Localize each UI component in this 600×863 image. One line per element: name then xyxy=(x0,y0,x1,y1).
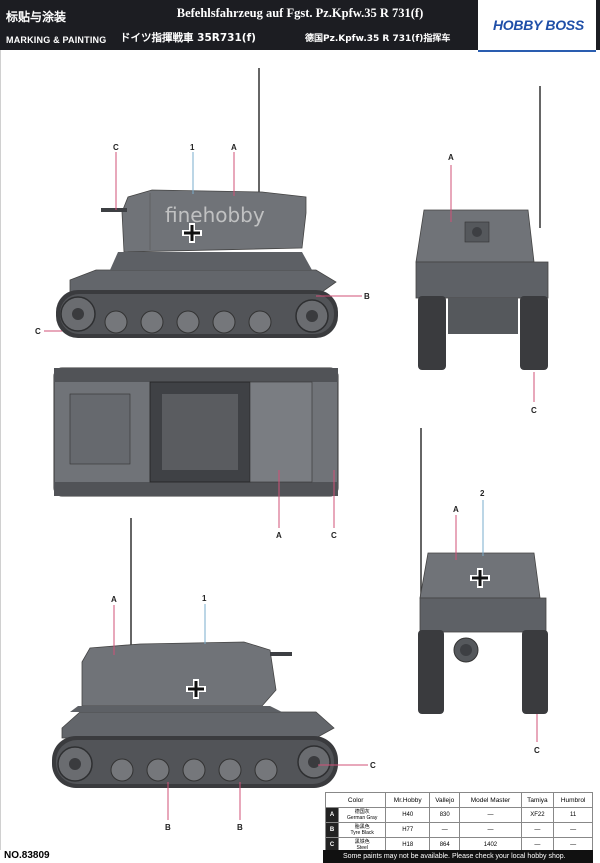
balkenkreuz-insignia xyxy=(186,679,206,699)
color-key: B xyxy=(325,822,339,838)
section-heading: 标贴与涂装 MARKING & PAINTING xyxy=(6,8,106,45)
callout-1: 1 xyxy=(190,143,195,152)
callout-c: C xyxy=(331,531,337,540)
callout-c: C xyxy=(370,761,376,770)
mrhobby-code: H40 xyxy=(385,807,431,823)
rear-view: A 2 C xyxy=(418,428,548,755)
callout-a: A xyxy=(111,595,117,604)
callout-b: B xyxy=(165,823,171,832)
top-view: A C xyxy=(53,367,339,540)
modelmaster-code: — xyxy=(459,822,522,838)
paint-notice: Some paints may not be available. Please… xyxy=(323,850,593,863)
table-header-row: Color Mr.Hobby Vallejo Model Master Tami… xyxy=(324,792,593,808)
page-title: Befehlsfahrzeug auf Fgst. Pz.Kpfw.35 R 7… xyxy=(176,6,424,20)
modelmaster-code: — xyxy=(459,807,522,823)
callout-b: B xyxy=(364,292,370,301)
vallejo-code: 830 xyxy=(429,807,461,823)
color-key: A xyxy=(325,807,339,823)
balkenkreuz-insignia xyxy=(470,568,490,588)
header-bar: 标贴与涂装 MARKING & PAINTING Befehlsfahrzeug… xyxy=(0,0,600,52)
drawing-frame xyxy=(0,50,600,850)
column-header: Color xyxy=(324,792,387,808)
left-side-view: finehobby C 1 A B C xyxy=(35,68,370,338)
callout-c: C xyxy=(113,143,119,152)
callout-2: 2 xyxy=(480,489,485,498)
callout-a: A xyxy=(231,143,237,152)
front-view: A C xyxy=(415,86,549,415)
column-header: Vallejo xyxy=(429,792,461,808)
humbrol-code: 11 xyxy=(553,807,593,823)
column-header: Humbrol xyxy=(553,792,593,808)
callout-a: A xyxy=(453,505,459,514)
section-title-zh: 标贴与涂装 xyxy=(6,10,67,24)
page-title-ja: ドイツ指揮戦車 35R731(f) xyxy=(120,32,256,44)
column-header: Mr.Hobby xyxy=(385,792,431,808)
balkenkreuz-insignia xyxy=(182,223,202,243)
callout-a: A xyxy=(448,153,454,162)
mrhobby-code: H77 xyxy=(385,822,431,838)
tamiya-code: — xyxy=(520,822,555,838)
watermark: finehobby xyxy=(165,203,265,227)
column-header: Model Master xyxy=(459,792,522,808)
column-header: Tamiya xyxy=(520,792,555,808)
callout-1: 1 xyxy=(202,594,207,603)
paint-color-table: Color Mr.Hobby Vallejo Model Master Tami… xyxy=(324,792,593,853)
callout-a: A xyxy=(276,531,282,540)
tamiya-code: XF22 xyxy=(520,807,555,823)
humbrol-code: — xyxy=(553,822,593,838)
callout-c: C xyxy=(35,327,41,336)
brand-logo: HOBBY BOSS xyxy=(478,0,596,52)
item-number: NO.83809 xyxy=(4,850,50,861)
right-side-view: A 1 C B B xyxy=(52,518,376,832)
callout-b: B xyxy=(237,823,243,832)
vallejo-code: — xyxy=(429,822,461,838)
logo-text: HOBBY BOSS xyxy=(493,17,584,33)
callout-c: C xyxy=(531,406,537,415)
callout-c: C xyxy=(534,746,540,755)
section-title-en: MARKING & PAINTING xyxy=(6,35,107,45)
page-title-zh: 德国Pz.Kpfw.35 R 731(f)指挥车 xyxy=(305,34,451,44)
